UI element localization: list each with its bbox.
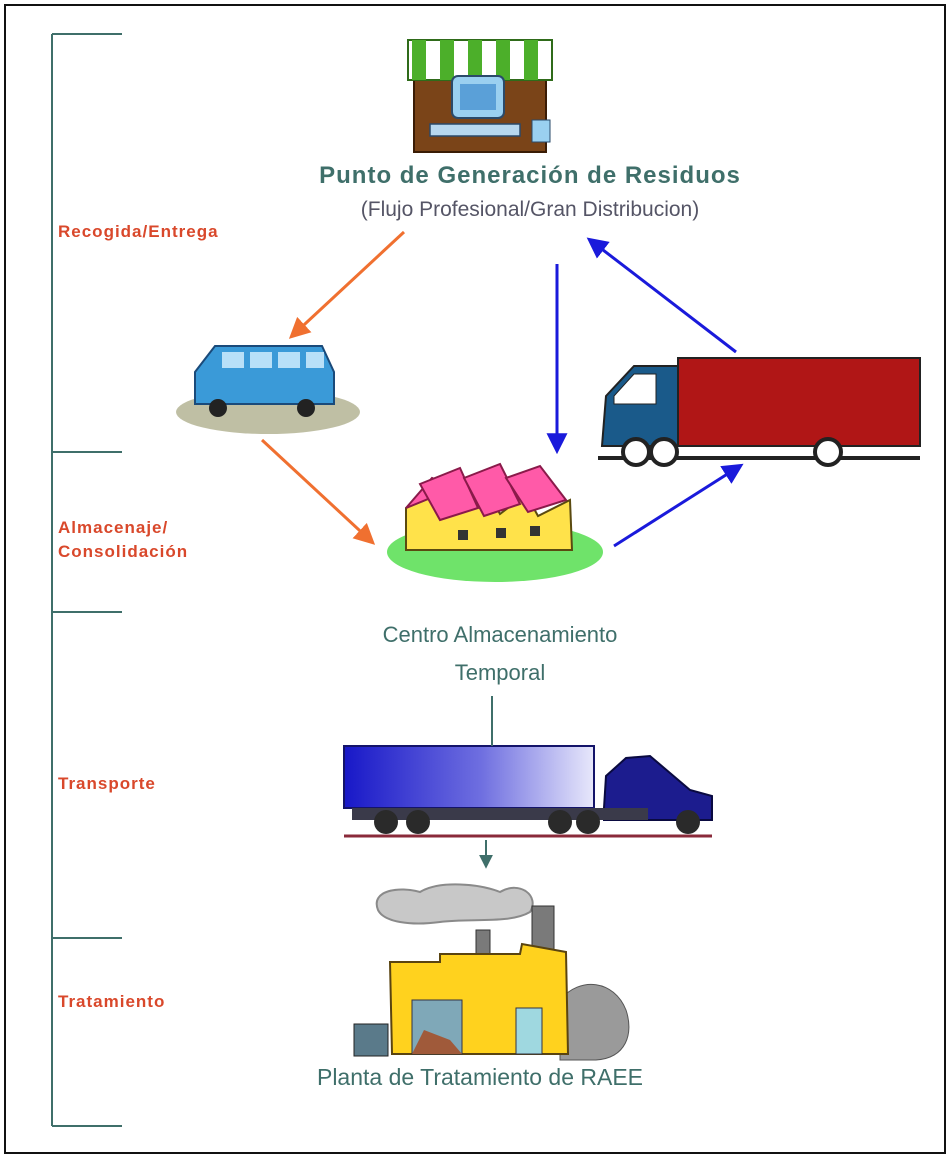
flow-arrow-blue [613, 463, 744, 548]
blue-truck-icon [343, 745, 713, 838]
red-truck-icon [598, 357, 921, 467]
treatment-plant-label: Planta de Tratamiento de RAEE [316, 1064, 644, 1090]
storage-center-label-line2: Temporal [454, 660, 546, 685]
stage-label-transporte: Transporte [58, 774, 156, 793]
stage-label-recogida: Recogida/Entrega [58, 222, 219, 241]
stage-label-almacenaje: Almacenaje/ Consolidación [58, 518, 189, 561]
storage-center-label-line1: Centro Almacenamiento [382, 622, 618, 647]
generation-point-subtitle: (Flujo Profesional/Gran Distribucion) [360, 198, 700, 221]
diagram-frame [4, 4, 946, 1154]
van-icon [176, 345, 360, 434]
warehouse-icon [387, 462, 603, 582]
stage-label-tratamiento: Tratamiento [58, 992, 166, 1011]
flow-arrow-orange [260, 438, 376, 545]
stage-bracket [51, 33, 122, 1127]
generation-point-title: Punto de Generación de Residuos [319, 162, 741, 189]
shop-computer-icon [407, 39, 553, 153]
flow-arrow-orange [288, 230, 406, 339]
factory-icon [353, 883, 630, 1061]
flow-arrow-blue [586, 237, 737, 354]
